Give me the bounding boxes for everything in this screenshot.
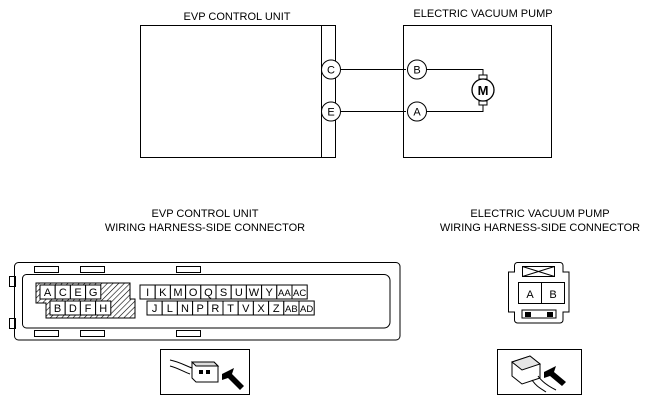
- evp-harness-connector: [9, 262, 401, 341]
- evp-terminal-ad-box: [298, 300, 315, 316]
- evp-terminal-x: X: [257, 303, 265, 315]
- pump-terminal-a-label: A: [413, 107, 421, 119]
- evp-terminal-i: I: [146, 287, 149, 299]
- pump-connector-latch-bottom: [521, 309, 557, 319]
- evp-terminal-ad: AD: [300, 304, 313, 315]
- evp-terminal-e: E: [74, 287, 81, 299]
- unit-terminal-e-label: E: [327, 107, 334, 119]
- motor-icon: M: [471, 74, 495, 106]
- evp-terminal-a: A: [44, 287, 52, 299]
- evp-terminal-g-box: [85, 284, 102, 300]
- evp-terminal-c: C: [59, 287, 67, 299]
- evp-terminal-ac-box: [291, 284, 308, 300]
- evp-terminal-w: W: [249, 287, 260, 299]
- unit-terminal-c: C: [321, 59, 341, 80]
- evp-terminal-m: M: [173, 287, 182, 299]
- evp-terminal-q: Q: [204, 287, 213, 299]
- evp-terminal-l: L: [167, 303, 173, 315]
- evp-terminal-s: S: [220, 287, 227, 299]
- evp-terminal-z: Z: [273, 303, 280, 315]
- evp-terminal-o: O: [189, 287, 198, 299]
- evp-unit-title: EVP CONTROL UNIT: [183, 11, 291, 23]
- evp-connector-title-line2: WIRING HARNESS-SIDE CONNECTOR: [104, 222, 306, 234]
- evp-terminal-aa: AA: [278, 288, 291, 299]
- evp-terminal-b: B: [54, 303, 61, 315]
- unit-terminal-e: E: [321, 101, 341, 122]
- pump-terminal-b: B: [407, 59, 427, 80]
- evp-terminal-v: V: [242, 303, 250, 315]
- evp-terminal-y: Y: [266, 287, 274, 299]
- evp-connector-thumbnail: [160, 349, 250, 395]
- pump-harness-connector: [508, 262, 570, 324]
- pump-terminal-a: A: [407, 101, 427, 122]
- evp-terminal-k: K: [159, 287, 167, 299]
- evp-connector-title-line1: EVP CONTROL UNIT: [151, 208, 259, 220]
- evp-terminal-r: R: [211, 303, 219, 315]
- evp-terminal-j: J: [152, 303, 158, 315]
- evp-terminal-f: F: [85, 303, 92, 315]
- motor-label: M: [478, 83, 489, 98]
- evp-terminal-ab: AB: [285, 304, 298, 315]
- pump-terminal-a-cell: A: [526, 289, 534, 301]
- evp-control-unit-box: [140, 25, 336, 158]
- evp-terminal-h-box: [95, 300, 112, 316]
- connector-with-arrow-icon: [169, 359, 244, 390]
- evp-terminal-d: D: [69, 303, 77, 315]
- evp-terminal-p: P: [197, 303, 204, 315]
- evp-terminal-n: N: [181, 303, 189, 315]
- pump-terminal-b-cell: B: [549, 289, 556, 301]
- evp-terminal-ac: AC: [293, 288, 306, 299]
- pump-terminal-b-label: B: [413, 65, 420, 77]
- evp-terminal-g: G: [89, 287, 98, 299]
- connector-with-arrow-icon-2: [510, 355, 566, 393]
- evp-terminal-t: T: [227, 303, 234, 315]
- evp-terminal-u: U: [235, 287, 243, 299]
- pump-connector-title-line2: WIRING HARNESS-SIDE CONNECTOR: [439, 222, 641, 234]
- unit-terminal-c-label: C: [327, 65, 335, 77]
- evp-terminal-h: H: [99, 303, 107, 315]
- pump-connector-thumbnail: [497, 349, 582, 395]
- pump-title: ELECTRIC VACUUM PUMP: [413, 8, 553, 20]
- pump-connector-title-line1: ELECTRIC VACUUM PUMP: [470, 208, 610, 220]
